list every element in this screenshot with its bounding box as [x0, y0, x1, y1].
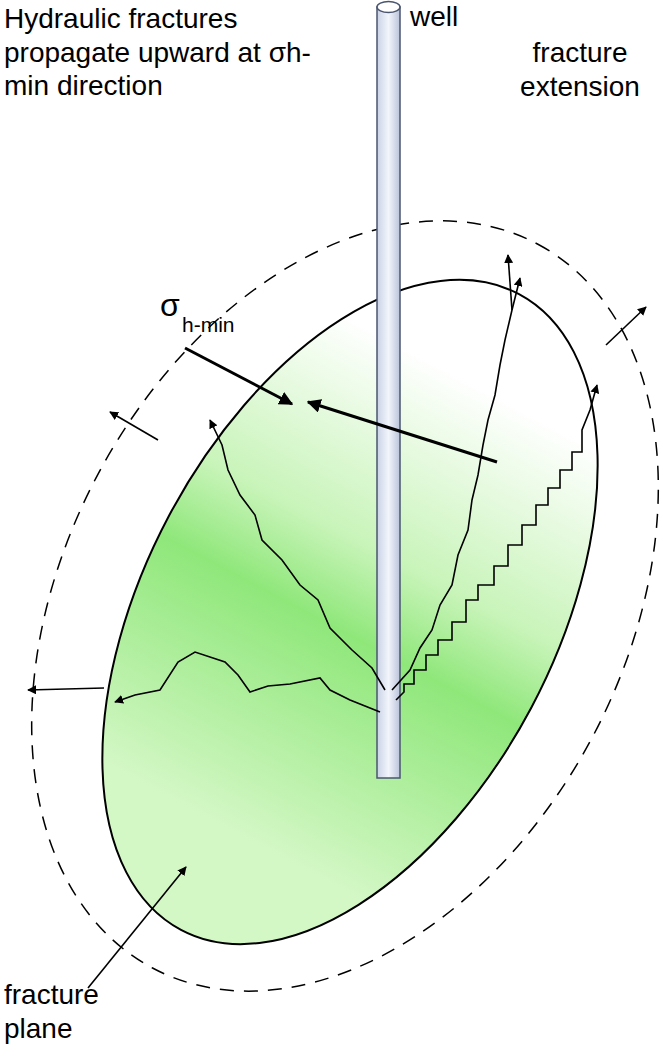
well-pipe — [377, 2, 400, 779]
extension-label: fracture extension — [500, 36, 660, 103]
plane-label: fracture plane — [4, 978, 144, 1045]
sigma-subscript: h-min — [182, 312, 262, 337]
fracture-plane — [0, 198, 663, 1026]
stress-arrows — [185, 348, 497, 462]
extension-arrows — [28, 255, 646, 690]
extension-outline — [0, 113, 663, 1060]
fracture-paths — [115, 278, 597, 712]
leader-line — [88, 867, 186, 988]
note-text: Hydraulic fractures propagate upward at … — [4, 2, 314, 103]
well-label: well — [410, 0, 490, 34]
